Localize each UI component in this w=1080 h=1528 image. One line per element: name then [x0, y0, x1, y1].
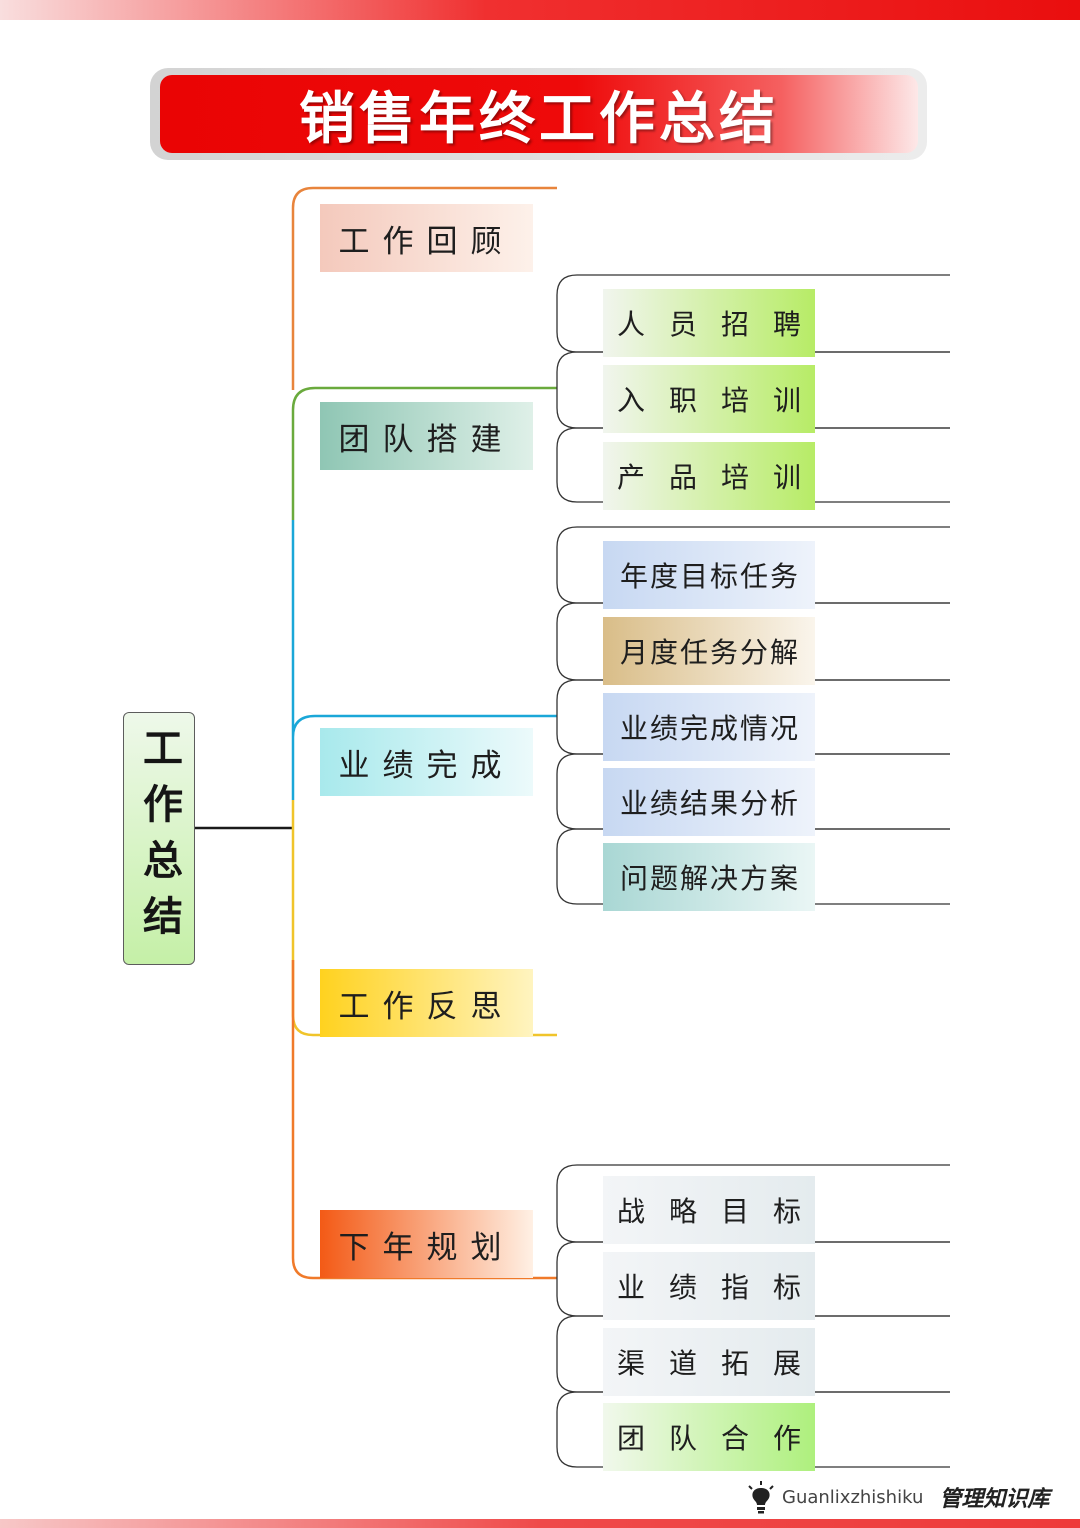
- sub-node: 渠道拓展: [603, 1328, 815, 1396]
- sub-connector: [556, 274, 950, 353]
- sub-node: 业绩结果分析: [603, 768, 815, 836]
- sub-node: 问题解决方案: [603, 843, 815, 911]
- root-label: 工作总结: [136, 726, 182, 951]
- sub-connector: [556, 828, 950, 905]
- sub-node: 战略目标: [603, 1176, 815, 1244]
- sub-node: 业绩指标: [603, 1252, 815, 1320]
- branch-line-next-year: [291, 960, 557, 1280]
- footer-brand-en: Guanlixzhishiku: [782, 1486, 924, 1508]
- footer-brand: Guanlixzhishiku 管理知识库: [746, 1477, 1049, 1517]
- lightbulb-icon: [748, 1481, 774, 1514]
- sub-connector: [556, 1315, 950, 1393]
- sub-connector: [556, 1241, 950, 1317]
- sub-node: 年度目标任务: [603, 541, 815, 609]
- sub-node: 团队合作: [603, 1403, 815, 1471]
- sub-node: 月度任务分解: [603, 617, 815, 685]
- root-node: 工作总结: [123, 712, 195, 965]
- branch-line-work-review: [291, 186, 557, 390]
- sub-node: 产品培训: [603, 442, 815, 510]
- sub-connector: [556, 351, 950, 429]
- main-node-performance: 业绩完成: [320, 728, 533, 796]
- sub-node: 业绩完成情况: [603, 693, 815, 761]
- sub-connector: [556, 1164, 950, 1243]
- sub-connector: [556, 679, 950, 755]
- sub-node: 入职培训: [603, 365, 815, 433]
- sub-connector: [556, 526, 950, 604]
- sub-connector: [556, 753, 950, 830]
- branch-line-team-building: [291, 386, 557, 520]
- title-banner: 销售年终工作总结: [160, 75, 918, 153]
- main-node-team-building: 团队搭建: [320, 402, 533, 470]
- main-node-reflection: 工作反思: [320, 969, 533, 1037]
- main-node-work-review: 工作回顾: [320, 204, 533, 272]
- footer-brand-cn: 管理知识库: [939, 1486, 1050, 1512]
- branch-line-performance: [291, 520, 557, 800]
- top-accent-bar: [0, 0, 1080, 20]
- sub-node: 人员招聘: [603, 289, 815, 357]
- bottom-accent-bar: [0, 1519, 1080, 1528]
- sub-connector: [556, 427, 950, 503]
- page-title: 销售年终工作总结: [299, 86, 779, 152]
- sub-connector: [556, 1391, 950, 1468]
- sub-connector: [556, 602, 950, 681]
- main-node-next-year: 下年规划: [320, 1210, 533, 1278]
